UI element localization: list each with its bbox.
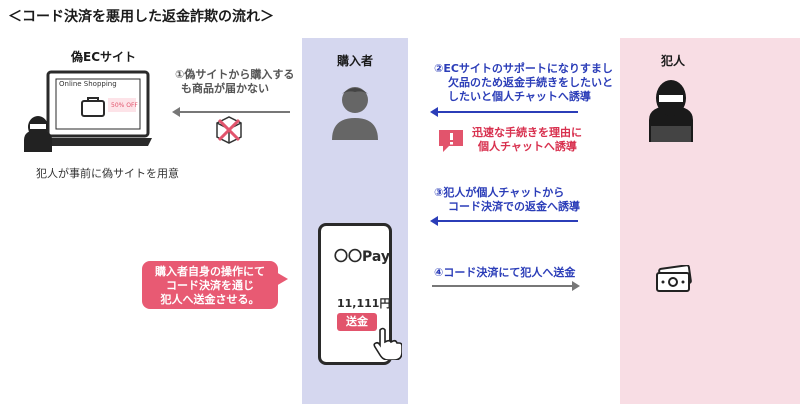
step2-line3: したいと個人チャットへ誘導 — [448, 90, 591, 103]
amount-label: 11,111円 — [337, 297, 391, 310]
criminal-column — [620, 38, 800, 404]
alert-line2: 個人チャットへ誘導 — [478, 140, 577, 153]
step2-line2: 欠品のため返金手続きをしたいと — [448, 76, 613, 89]
step3-line1: ③犯人が個人チャットから — [434, 186, 565, 199]
callout-line2: コード決済を通じ — [166, 279, 254, 292]
step1-arrow — [172, 107, 290, 117]
step3-line2: コード決済での返金へ誘導 — [448, 200, 580, 213]
diagram-title: ＜コード決済を悪用した返金詐欺の流れ＞ — [8, 9, 274, 25]
criminal-label: 犯人 — [661, 54, 686, 68]
pay-brand: 〇〇Pay — [334, 249, 391, 265]
hand-pointer-icon — [370, 326, 403, 364]
laptop-discount: 50% OFF — [111, 102, 138, 109]
person-icon — [330, 80, 380, 144]
laptop-icon — [32, 68, 158, 156]
criminal-hacker-icon — [646, 78, 696, 146]
box-cross-icon — [211, 114, 247, 148]
phone-icon — [318, 223, 392, 365]
money-icon — [654, 264, 694, 297]
buyer-label: 購入者 — [337, 54, 374, 68]
laptop-screen-title: Online Shopping — [59, 80, 117, 88]
callout-tail — [276, 272, 288, 286]
alert-line1: 迅速な手続きを理由に — [472, 126, 582, 139]
step4-arrow — [432, 281, 580, 291]
step2-arrow — [430, 107, 578, 117]
fake-site-label: 偽ECサイト — [71, 50, 137, 64]
fake-site-note: 犯人が事前に偽サイトを用意 — [36, 167, 179, 180]
step2-line1: ②ECサイトのサポートになりすまし — [434, 62, 613, 75]
send-button[interactable]: 送金 — [337, 313, 377, 331]
callout-line1: 購入者自身の操作にて — [155, 265, 265, 278]
step3-arrow — [430, 216, 578, 226]
step1-line1: ①偽サイトから購入する — [175, 68, 295, 81]
callout-line3: 犯人へ送金させる。 — [160, 293, 260, 306]
hacker-icon — [18, 116, 58, 156]
alert-icon — [437, 128, 467, 154]
step1-line2: も商品が届かない — [181, 82, 269, 95]
step4-label: ④コード決済にて犯人へ送金 — [434, 266, 576, 279]
callout-bubble: 購入者自身の操作にて コード決済を通じ 犯人へ送金させる。 — [142, 261, 278, 309]
